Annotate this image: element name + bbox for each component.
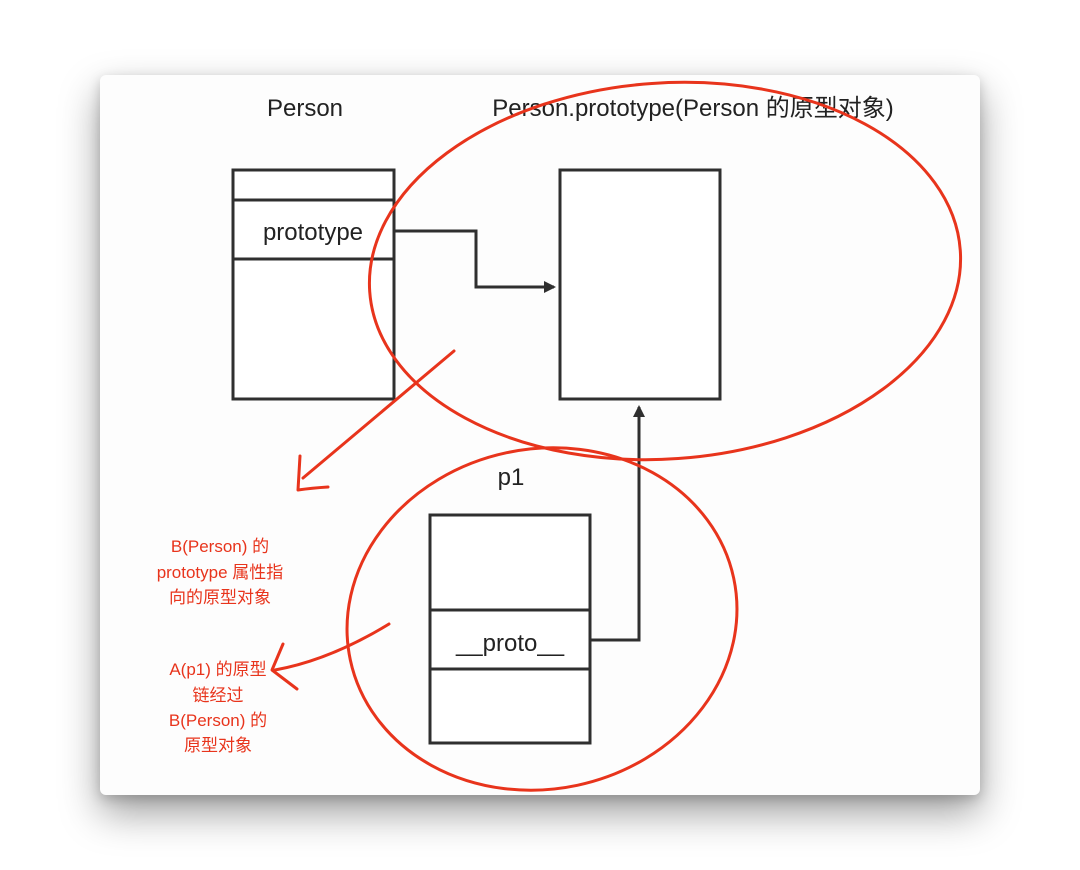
prototype-field-label: prototype (263, 219, 363, 246)
note-a-pointer-arrow (270, 622, 391, 691)
person-box (231, 168, 396, 401)
note-a: A(p1) 的原型 链经过 B(Person) 的 原型对象 (169, 660, 267, 755)
proto-field-label: __proto__ (455, 630, 565, 657)
note-a-line-4: 原型对象 (184, 736, 252, 755)
note-a-line-1: A(p1) 的原型 (169, 660, 266, 679)
note-a-line-2: 链经过 (193, 686, 244, 705)
proto-arrow (590, 405, 645, 642)
prototype-arrow (394, 229, 556, 293)
note-b: B(Person) 的 prototype 属性指 向的原型对象 (157, 537, 284, 607)
person-title: Person (267, 95, 343, 122)
prototype-object-highlight (367, 80, 963, 462)
p1-box (428, 513, 592, 745)
p1-highlight (345, 446, 739, 792)
note-b-line-1: B(Person) 的 (171, 537, 269, 556)
note-b-line-3: 向的原型对象 (169, 588, 271, 607)
note-a-line-3: B(Person) 的 (169, 711, 267, 730)
note-b-line-2: prototype 属性指 (157, 563, 284, 582)
prototype-object-box (558, 168, 722, 401)
p1-title: p1 (498, 464, 525, 491)
note-b-pointer-arrow (296, 349, 456, 492)
